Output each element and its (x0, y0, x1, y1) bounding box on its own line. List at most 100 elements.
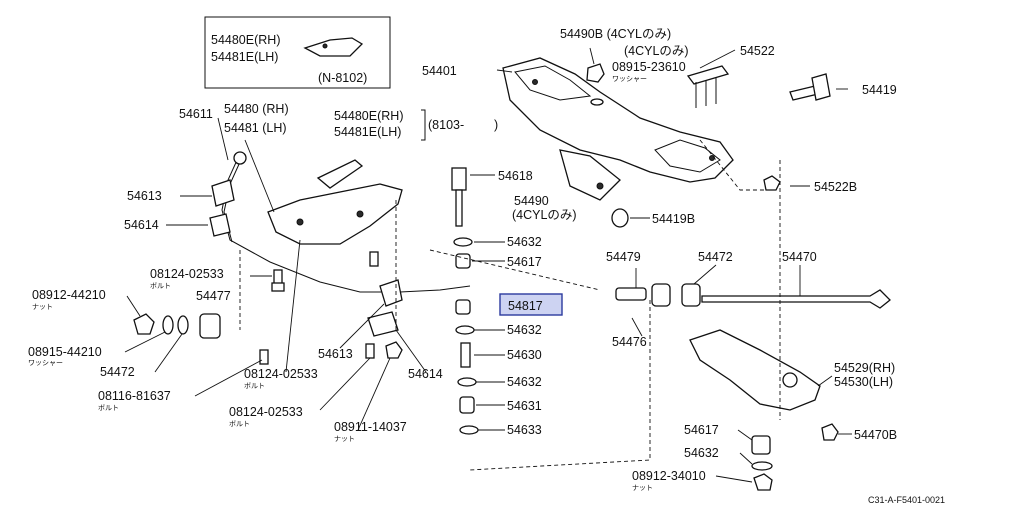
label-54614-bot[interactable]: 54614 (408, 367, 443, 381)
bushing-54617-a-drawing (455, 253, 471, 269)
nut-54490b-drawing (586, 63, 605, 83)
label-54617-a[interactable]: 54617 (507, 255, 542, 269)
bushing-54419b-drawing (611, 208, 629, 228)
strut-bar-54470-drawing (701, 289, 891, 309)
label-54631[interactable]: 54631 (507, 399, 542, 413)
label-range-close: ) (494, 118, 498, 132)
label-54633[interactable]: 54633 (507, 423, 542, 437)
mount-plate-54480-drawing (267, 159, 403, 245)
bolt-08116-drawing (259, 349, 269, 365)
bushing-54476-drawing (651, 283, 671, 307)
label-54530-lh[interactable]: 54530(LH) (834, 375, 893, 389)
label-54611[interactable]: 54611 (179, 107, 213, 121)
label-bolt-a: ボルト (150, 282, 171, 290)
washer-08915-44210-drawing (162, 315, 174, 335)
label-54613-bot[interactable]: 54613 (318, 347, 353, 361)
label-54817-highlighted[interactable]: 54817 (508, 299, 543, 313)
label-54632-a[interactable]: 54632 (507, 235, 542, 249)
label-nut-a: ナット (32, 303, 53, 311)
label-54632-d[interactable]: 54632 (684, 446, 719, 460)
nut-08912-44210-drawing (133, 313, 155, 335)
label-08124-02533-a[interactable]: 08124-02533 (150, 267, 224, 281)
bracket-54613-top-drawing (211, 179, 235, 207)
nut-08912-34010-drawing (753, 473, 773, 491)
inset-bracket-hole (322, 43, 328, 49)
label-bolt-c: ボルト (98, 404, 119, 412)
label-54470[interactable]: 54470 (782, 250, 817, 264)
bushing-54631-drawing (459, 396, 475, 414)
label-08912-44210[interactable]: 08912-44210 (32, 288, 106, 302)
label-54472-bot[interactable]: 54472 (100, 365, 135, 379)
label-54480e-rh[interactable]: 54480E(RH) (334, 109, 403, 123)
label-54481e-box-lh[interactable]: 54481E(LH) (211, 50, 278, 64)
bolt-08124-b-drawing (369, 251, 379, 267)
label-54472-top[interactable]: 54472 (698, 250, 733, 264)
bolt-54419-drawing (789, 73, 831, 101)
washer-54632-d-drawing (751, 461, 773, 471)
bracket-54614-bot-drawing (367, 311, 399, 337)
washer-54632-a-drawing (453, 237, 473, 247)
label-range-8103: (8103- (428, 118, 464, 132)
label-54480e-box-rh[interactable]: 54480E(RH) (211, 33, 280, 47)
label-54480-rh[interactable]: 54480 (RH) (224, 102, 289, 116)
bolt-54618-drawing (451, 167, 467, 227)
label-54613-top[interactable]: 54613 (127, 189, 162, 203)
label-08911-14037[interactable]: 08911-14037 (334, 420, 407, 434)
inset-bracket-drawing (303, 37, 364, 57)
lower-arm-54529-drawing (689, 329, 821, 411)
dashed-guide-lines-left (239, 200, 601, 330)
diagram-code: C31-A-F5401-0021 (868, 495, 945, 505)
crossmember-drawing (502, 57, 734, 201)
bolt-08124-a-drawing (273, 269, 283, 285)
label-54618[interactable]: 54618 (498, 169, 533, 183)
label-54476[interactable]: 54476 (612, 335, 647, 349)
stabilizer-end-drawing (233, 151, 247, 165)
label-cyl-only-2: (4CYLのみ) (512, 208, 577, 222)
label-54479[interactable]: 54479 (606, 250, 641, 264)
brace-8103 (421, 109, 426, 141)
label-54632-b[interactable]: 54632 (507, 323, 542, 337)
label-washer-1: ワッシャー (612, 75, 647, 83)
leader-lines (124, 47, 852, 483)
label-54490[interactable]: 54490 (514, 194, 549, 208)
label-54614-top[interactable]: 54614 (124, 218, 159, 232)
washer-54472-bot-drawing (177, 315, 189, 335)
label-08915-23610[interactable]: 08915-23610 (612, 60, 686, 74)
dashed-guide-lines-right (469, 139, 781, 471)
label-nut-b: ナット (334, 435, 355, 443)
label-08124-02533-c[interactable]: 08124-02533 (229, 405, 303, 419)
label-54470b[interactable]: 54470B (854, 428, 897, 442)
label-08915-44210[interactable]: 08915-44210 (28, 345, 102, 359)
label-54419b[interactable]: 54419B (652, 212, 695, 226)
nut-54470b-drawing (821, 423, 839, 441)
label-54617-b[interactable]: 54617 (684, 423, 719, 437)
label-54522b[interactable]: 54522B (814, 180, 857, 194)
nut-54522b-drawing (763, 175, 781, 191)
label-08124-02533-b[interactable]: 08124-02533 (244, 367, 318, 381)
bracket-54613-bot-drawing (379, 279, 403, 307)
label-08912-34010[interactable]: 08912-34010 (632, 469, 706, 483)
label-08116-81637[interactable]: 08116-81637 (98, 389, 171, 403)
label-54522[interactable]: 54522 (740, 44, 775, 58)
label-54477[interactable]: 54477 (196, 289, 231, 303)
bracket-54522-drawing (686, 65, 730, 85)
label-54481e-lh[interactable]: 54481E(LH) (334, 125, 401, 139)
washer-54632-b-drawing (455, 325, 475, 335)
label-54481-lh[interactable]: 54481 (LH) (224, 121, 287, 135)
label-54529-rh[interactable]: 54529(RH) (834, 361, 895, 375)
ball-joint-drawing (782, 372, 798, 388)
sleeve-54479-drawing (615, 287, 647, 301)
bushing-54817-drawing (455, 299, 471, 315)
highlight-54817 (499, 293, 563, 316)
inset-box (204, 16, 391, 89)
label-n8102: (N-8102) (318, 71, 367, 85)
label-54632-c[interactable]: 54632 (507, 375, 542, 389)
label-54401[interactable]: 54401 (422, 64, 457, 78)
label-54490b[interactable]: 54490B (4CYLのみ) (560, 27, 671, 41)
label-54419[interactable]: 54419 (862, 83, 897, 97)
bushing-54617-b-drawing (751, 435, 771, 455)
label-54630[interactable]: 54630 (507, 348, 542, 362)
bushing-54472-top-drawing (681, 283, 701, 307)
